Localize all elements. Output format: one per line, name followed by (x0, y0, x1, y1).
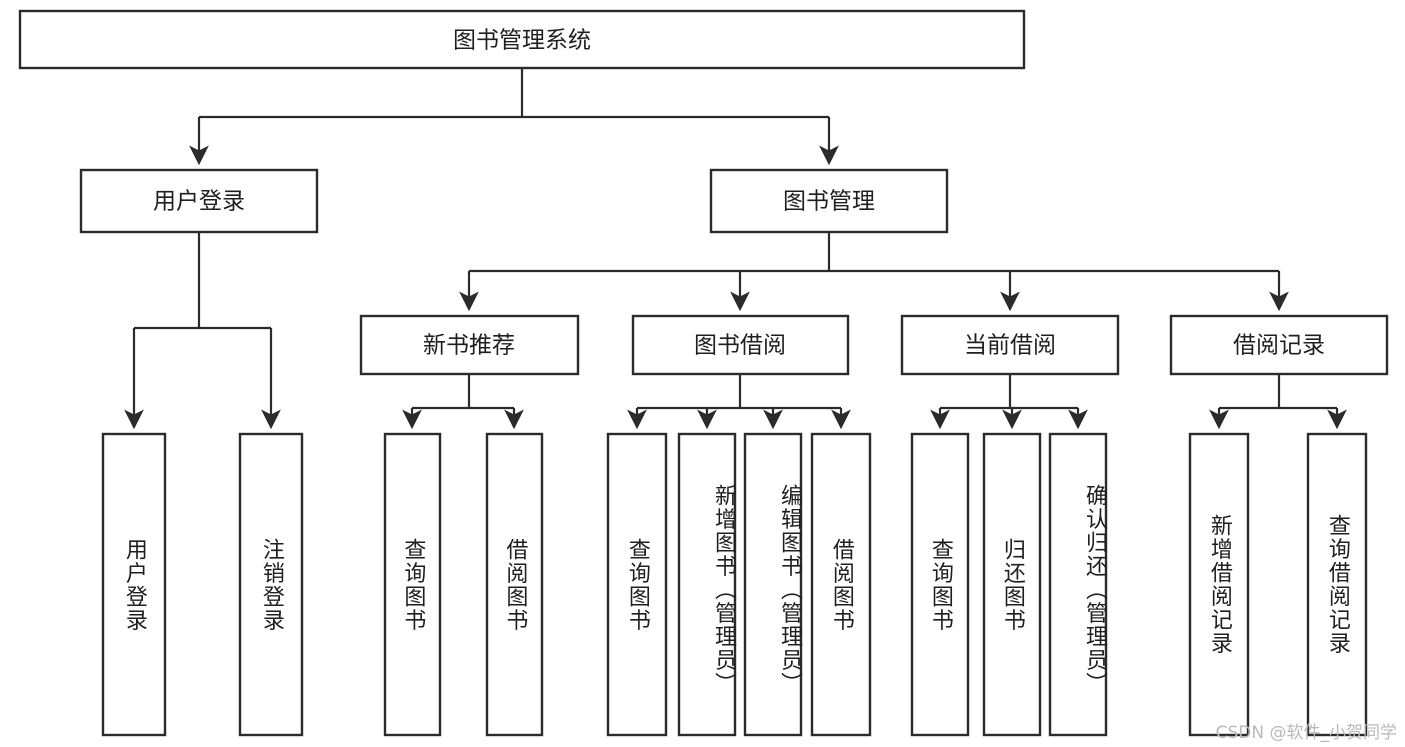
leaf-box-query-book-3[interactable] (910, 432, 970, 737)
connector-group-borrow (627, 374, 851, 430)
leaf-box-add-book[interactable] (677, 432, 737, 737)
leaf-box-query-record[interactable] (1306, 432, 1368, 737)
connector-group-current (930, 374, 1088, 430)
leaf-node-boxes (101, 432, 1368, 737)
node-root-label: 图书管理系统 (453, 28, 591, 54)
node-user-login[interactable]: 用户登录 (79, 168, 319, 234)
node-book-management[interactable]: 图书管理 (709, 168, 949, 234)
leaf-box-borrow-book-1[interactable] (485, 432, 544, 737)
node-new-book-recommend-label: 新书推荐 (423, 333, 515, 359)
watermark-text: CSDN @软件_小贺同学 (1215, 723, 1397, 743)
leaf-box-query-book-1[interactable] (383, 432, 442, 737)
node-user-login-label: 用户登录 (153, 189, 245, 215)
leaf-box-logout[interactable] (238, 432, 304, 737)
node-book-borrow-label: 图书借阅 (694, 333, 786, 359)
leaf-box-query-book-2[interactable] (606, 432, 668, 737)
leaf-box-edit-book[interactable] (743, 432, 803, 737)
connector-group-book-mgmt (459, 232, 1289, 312)
connector-group-user-login (124, 232, 281, 430)
node-current-borrow[interactable]: 当前借阅 (900, 314, 1120, 376)
node-book-borrow[interactable]: 图书借阅 (631, 314, 850, 376)
node-borrow-records[interactable]: 借阅记录 (1169, 314, 1389, 376)
node-book-management-label: 图书管理 (783, 189, 875, 215)
node-current-borrow-label: 当前借阅 (964, 333, 1056, 359)
leaf-box-return-book[interactable] (982, 432, 1042, 737)
node-borrow-records-label: 借阅记录 (1233, 333, 1325, 359)
leaf-box-user-login[interactable] (101, 432, 167, 737)
node-root[interactable]: 图书管理系统 (18, 9, 1026, 70)
leaf-box-borrow-book-2[interactable] (810, 432, 872, 737)
connector-group-root (189, 68, 839, 166)
leaf-box-confirm-return[interactable] (1048, 432, 1108, 737)
connector-group-new-book (402, 374, 524, 430)
connector-group-records (1209, 374, 1347, 430)
node-new-book-recommend[interactable]: 新书推荐 (359, 314, 580, 376)
leaf-box-add-record[interactable] (1188, 432, 1250, 737)
